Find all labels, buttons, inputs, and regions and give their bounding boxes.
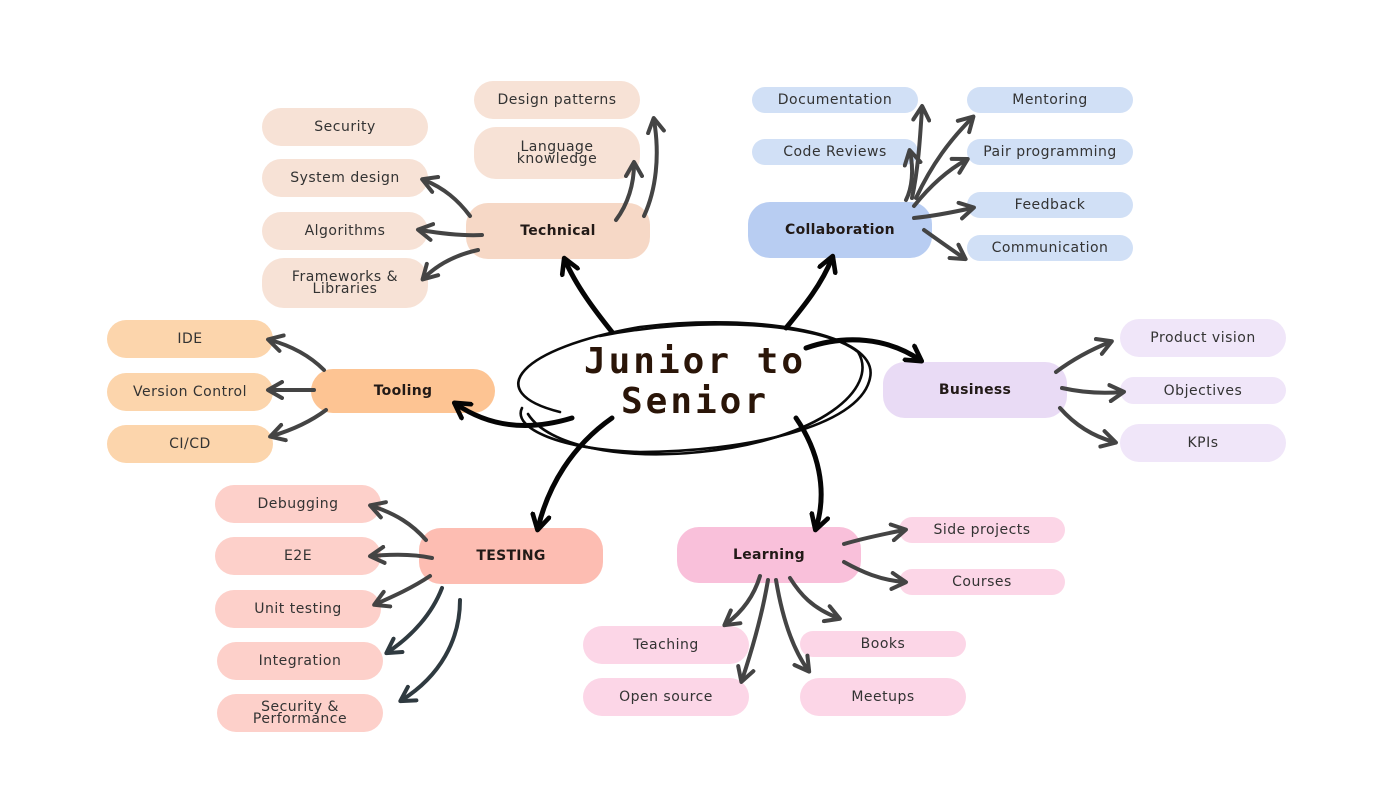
arrow-technical-to-system-design xyxy=(420,175,472,218)
leaf-courses-label: Courses xyxy=(952,574,1012,590)
leaf-integration-label: Integration xyxy=(258,653,342,669)
center-title: Junior to Senior xyxy=(560,342,830,422)
arrow-collaboration-to-pair-programming xyxy=(912,156,970,208)
arrow-tooling-to-ide xyxy=(266,333,326,372)
leaf-teaching: Teaching xyxy=(583,626,749,664)
arrow-center-to-collaboration xyxy=(783,258,832,331)
leaf-frameworks-libraries: Frameworks &Libraries xyxy=(262,258,428,308)
leaf-unit-testing-label: Unit testing xyxy=(254,601,342,617)
leaf-communication: Communication xyxy=(967,235,1133,261)
leaf-language-label-1: Language xyxy=(520,139,594,155)
hub-technical-label: Technical xyxy=(520,223,596,239)
leaf-frameworks-label-1: Frameworks & xyxy=(291,269,399,285)
leaf-books-label: Books xyxy=(860,636,906,652)
leaf-debugging-label: Debugging xyxy=(257,496,339,512)
leaf-security-performance-label-2: Performance xyxy=(252,711,348,727)
leaf-frameworks-label-2: Libraries xyxy=(312,281,378,297)
leaf-open-source-label: Open source xyxy=(619,689,713,705)
leaf-version-control-label: Version Control xyxy=(132,384,248,400)
arrow-technical-to-frameworks xyxy=(420,248,480,282)
hub-testing: TESTING xyxy=(419,528,603,584)
leaf-open-source: Open source xyxy=(583,678,749,716)
leaf-design-patterns-label: Design patterns xyxy=(497,92,617,108)
arrow-business-to-product-vision xyxy=(1054,337,1114,374)
hub-testing-label: TESTING xyxy=(476,548,546,564)
leaf-side-projects: Side projects xyxy=(899,517,1065,543)
leaf-integration: Integration xyxy=(217,642,383,680)
hub-learning-label: Learning xyxy=(733,547,805,563)
arrow-business-to-kpis xyxy=(1058,406,1118,449)
leaf-product-vision: Product vision xyxy=(1120,319,1286,357)
arrow-center-to-learning xyxy=(793,415,821,528)
arrow-learning-to-meetups xyxy=(774,578,812,674)
leaf-security-performance: Security &Performance xyxy=(217,694,383,732)
leaf-objectives: Objectives xyxy=(1120,377,1286,404)
leaf-design-patterns: Design patterns xyxy=(474,81,640,119)
leaf-system-design: System design xyxy=(262,159,428,197)
leaf-side-projects-label: Side projects xyxy=(933,522,1031,538)
leaf-documentation-label: Documentation xyxy=(777,92,893,108)
arrow-testing-to-security-performance xyxy=(398,598,462,704)
leaf-language-label-2: knowledge xyxy=(516,151,598,167)
leaf-meetups-label: Meetups xyxy=(851,689,915,705)
hub-learning: Learning xyxy=(677,527,861,583)
leaf-e2e: E2E xyxy=(215,537,381,575)
leaf-unit-testing: Unit testing xyxy=(215,590,381,628)
leaf-algorithms: Algorithms xyxy=(262,212,428,250)
leaf-security-performance-label-1: Security & xyxy=(261,699,339,715)
leaf-cicd: CI/CD xyxy=(107,425,273,463)
arrow-business-to-objectives xyxy=(1060,383,1126,404)
leaf-ide-label: IDE xyxy=(177,331,203,347)
arrow-center-to-technical xyxy=(565,260,615,335)
leaf-meetups: Meetups xyxy=(800,678,966,716)
leaf-kpis-label: KPIs xyxy=(1187,435,1219,451)
leaf-books: Books xyxy=(800,631,966,657)
hub-business-label: Business xyxy=(938,382,1012,398)
leaf-security: Security xyxy=(262,108,428,146)
leaf-mentoring: Mentoring xyxy=(967,87,1133,113)
center-title-line1: Junior to xyxy=(583,341,807,382)
leaf-pair-programming: Pair programming xyxy=(967,139,1133,165)
leaf-code-reviews: Code Reviews xyxy=(752,139,918,165)
arrow-technical-to-design-patterns xyxy=(642,116,666,218)
leaf-product-vision-label: Product vision xyxy=(1150,330,1256,346)
leaf-documentation: Documentation xyxy=(752,87,918,113)
leaf-pair-programming-label: Pair programming xyxy=(983,144,1117,160)
hub-tooling: Tooling xyxy=(311,369,495,413)
leaf-algorithms-label: Algorithms xyxy=(304,223,386,239)
leaf-debugging: Debugging xyxy=(215,485,381,523)
leaf-ide: IDE xyxy=(107,320,273,358)
leaf-feedback-label: Feedback xyxy=(1014,197,1086,213)
arrow-learning-to-open-source xyxy=(736,578,770,684)
center-title-line2: Senior xyxy=(620,381,770,422)
leaf-objectives-label: Objectives xyxy=(1163,382,1243,399)
hub-collaboration: Collaboration xyxy=(748,202,932,258)
arrow-collaboration-to-mentoring xyxy=(914,114,976,200)
arrow-learning-to-books xyxy=(788,576,842,624)
leaf-mentoring-label: Mentoring xyxy=(1012,92,1088,108)
hub-technical: Technical xyxy=(466,203,650,259)
arrow-tooling-to-cicd xyxy=(268,408,328,443)
leaf-code-reviews-label: Code Reviews xyxy=(783,144,887,160)
hub-tooling-label: Tooling xyxy=(373,383,433,399)
leaf-courses: Courses xyxy=(899,569,1065,595)
arrow-testing-to-debugging xyxy=(368,500,428,542)
leaf-communication-label: Communication xyxy=(991,240,1109,256)
leaf-e2e-label: E2E xyxy=(283,548,313,564)
leaf-teaching-label: Teaching xyxy=(633,637,699,653)
leaf-system-design-label: System design xyxy=(290,170,400,186)
leaf-security-label: Security xyxy=(314,119,376,135)
leaf-feedback: Feedback xyxy=(967,192,1133,218)
leaf-cicd-label: CI/CD xyxy=(169,436,211,452)
hub-collaboration-label: Collaboration xyxy=(785,222,895,238)
leaf-version-control: Version Control xyxy=(107,373,273,411)
hub-business: Business xyxy=(883,362,1067,418)
leaf-kpis: KPIs xyxy=(1120,424,1286,462)
arrow-testing-to-unit-testing xyxy=(372,574,432,609)
arrow-center-to-testing xyxy=(538,415,615,528)
arrow-testing-to-integration xyxy=(384,586,444,656)
arrow-learning-to-teaching xyxy=(722,574,762,628)
